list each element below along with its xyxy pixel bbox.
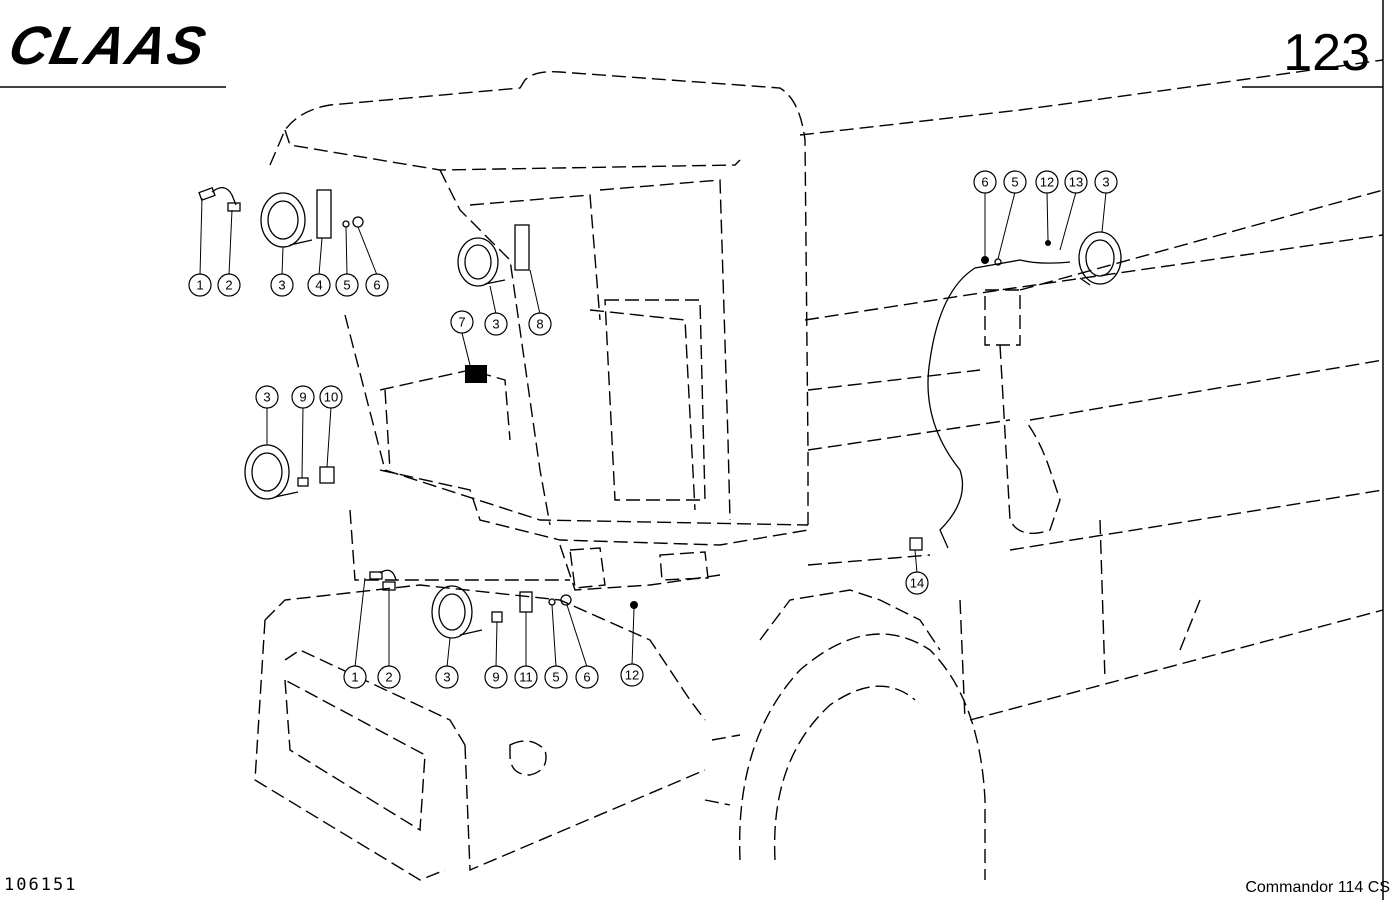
svg-text:9: 9 — [492, 670, 499, 685]
tire-outline — [704, 589, 986, 880]
svg-text:3: 3 — [263, 390, 270, 405]
svg-text:1: 1 — [351, 670, 358, 685]
svg-text:2: 2 — [385, 670, 392, 685]
callout: 6 — [575, 665, 599, 689]
callout: 1 — [188, 273, 212, 297]
svg-text:10: 10 — [324, 390, 338, 405]
small-parts — [198, 187, 1051, 623]
callout: 9 — [484, 665, 508, 689]
claas-logo: CLAAS — [4, 16, 213, 76]
callout: 8 — [528, 312, 552, 336]
callout: 12 — [1035, 170, 1059, 194]
svg-text:8: 8 — [536, 317, 543, 332]
callout: 3 — [435, 665, 459, 689]
callout: 3 — [270, 273, 294, 297]
callout: 5 — [544, 665, 568, 689]
cable-harness — [927, 259, 1071, 549]
svg-text:6: 6 — [583, 670, 590, 685]
callout: 3 — [1094, 170, 1118, 194]
cab-outline — [269, 70, 809, 591]
svg-text:3: 3 — [278, 278, 285, 293]
svg-text:7: 7 — [458, 315, 465, 330]
svg-text:4: 4 — [315, 278, 322, 293]
callout: 10 — [319, 385, 343, 409]
callout: 6 — [973, 170, 997, 194]
svg-text:6: 6 — [373, 278, 380, 293]
work-light-upper-left — [260, 192, 313, 248]
callout: 2 — [217, 273, 241, 297]
svg-text:5: 5 — [552, 670, 559, 685]
svg-text:14: 14 — [910, 576, 924, 591]
callout: 3 — [484, 312, 508, 336]
lower-frame-outline — [254, 584, 706, 881]
work-light-cab-front — [457, 237, 506, 287]
callout: 14 — [905, 571, 929, 595]
page-number: 123 — [1283, 24, 1370, 82]
callout: 9 — [291, 385, 315, 409]
svg-text:3: 3 — [443, 670, 450, 685]
callout: 4 — [307, 273, 331, 297]
work-light-right — [1078, 231, 1122, 286]
svg-text:5: 5 — [343, 278, 350, 293]
leader-lines — [199, 191, 1107, 668]
callout: 13 — [1064, 170, 1088, 194]
svg-text:2: 2 — [225, 278, 232, 293]
callout: 5 — [335, 273, 359, 297]
callout: 11 — [514, 665, 538, 689]
callout: 12 — [620, 663, 644, 687]
work-light-mid-left — [244, 444, 299, 500]
callout: 7 — [450, 310, 474, 334]
work-light-lower — [431, 585, 483, 639]
svg-text:12: 12 — [1040, 175, 1054, 190]
svg-text:12: 12 — [625, 668, 639, 683]
drawing-number: 106151 — [4, 875, 77, 895]
svg-text:9: 9 — [299, 390, 306, 405]
svg-text:1: 1 — [196, 278, 203, 293]
model-name: Commandor 114 CS — [1245, 879, 1390, 896]
callout: 1 — [343, 665, 367, 689]
callout: 2 — [377, 665, 401, 689]
svg-text:3: 3 — [1102, 175, 1109, 190]
svg-text:13: 13 — [1069, 175, 1083, 190]
svg-text:3: 3 — [492, 317, 499, 332]
svg-text:5: 5 — [1011, 175, 1018, 190]
svg-text:11: 11 — [519, 670, 533, 685]
callout: 5 — [1003, 170, 1027, 194]
callout: 3 — [255, 385, 279, 409]
machine-body-outline — [799, 59, 1384, 721]
callout: 6 — [365, 273, 389, 297]
svg-text:CLAAS: CLAAS — [4, 16, 213, 76]
svg-text:6: 6 — [981, 175, 988, 190]
